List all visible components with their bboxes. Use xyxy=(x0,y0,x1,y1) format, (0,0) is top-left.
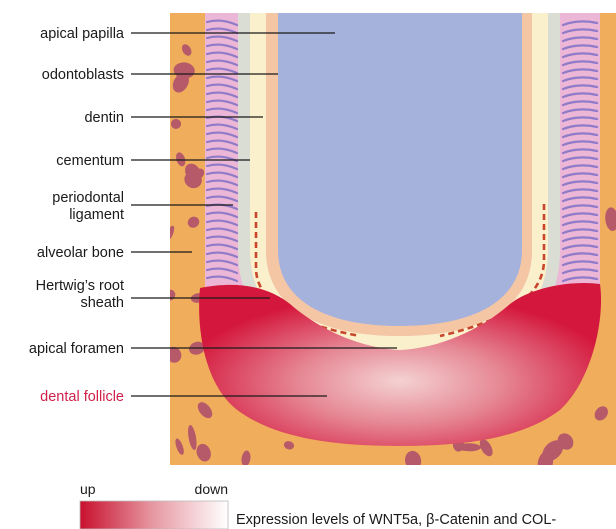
label-dentin: dentin xyxy=(84,110,124,126)
label-cementum: cementum xyxy=(56,153,124,169)
label-apical-foramen: apical foramen xyxy=(29,341,124,357)
label-periodontal-ligament-line1: periodontal xyxy=(52,190,124,206)
legend-up-label: up xyxy=(80,481,96,497)
label-dental-follicle: dental follicle xyxy=(40,389,124,405)
label-apical-papilla: apical papilla xyxy=(40,26,125,42)
label-periodontal-ligament-line2: ligament xyxy=(69,207,124,223)
legend-down-label: down xyxy=(195,481,228,497)
expression-legend: up down Expression levels of WNT5a, β-Ca… xyxy=(80,481,556,529)
apical-papilla-region xyxy=(278,13,522,326)
label-hertwig-root-sheath-line1: Hertwig’s root xyxy=(36,278,124,294)
label-alveolar-bone: alveolar bone xyxy=(37,245,124,261)
legend-gradient-bar xyxy=(80,501,228,529)
legend-caption: Expression levels of WNT5a, β-Catenin an… xyxy=(236,512,556,528)
label-odontoblasts: odontoblasts xyxy=(42,67,124,83)
label-hertwig-root-sheath-line2: sheath xyxy=(80,295,124,311)
